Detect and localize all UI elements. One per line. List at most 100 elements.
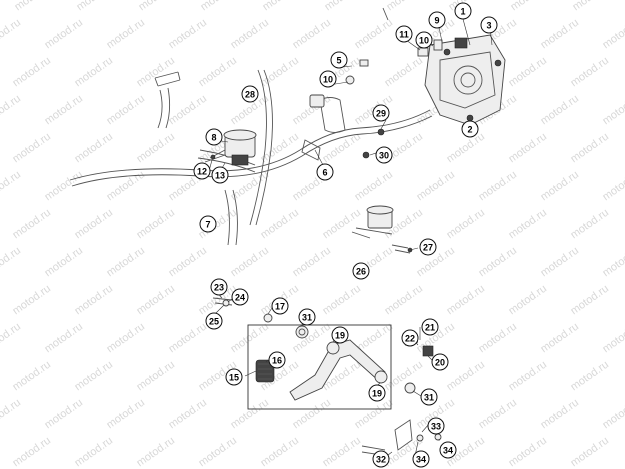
- callout-34: 34: [439, 441, 457, 459]
- callout-label: 12: [197, 167, 207, 177]
- callout-17: 17: [271, 297, 289, 315]
- callout-31: 31: [420, 388, 438, 406]
- callout-33: 33: [427, 417, 445, 435]
- callout-label: 34: [443, 446, 453, 456]
- callout-label: 27: [423, 243, 433, 253]
- callout-label: 19: [372, 389, 382, 399]
- callout-circle: [428, 11, 446, 29]
- bolt-part: [212, 297, 233, 307]
- callout-label: 29: [376, 109, 386, 119]
- callout-21: 21: [421, 318, 439, 336]
- callout-circle: [241, 85, 259, 103]
- callout-11: 11: [395, 25, 413, 43]
- callout-label: 20: [435, 358, 445, 368]
- callout-circle: [375, 146, 393, 164]
- callout-circle: [421, 318, 439, 336]
- callout-19: 19: [368, 384, 386, 402]
- callout-label: 19: [335, 331, 345, 341]
- callout-label: 32: [376, 455, 386, 465]
- callout-circle: [480, 16, 498, 34]
- callout-label: 23: [214, 283, 224, 293]
- callout-circle: [231, 288, 249, 306]
- callout-label: 8: [211, 133, 216, 143]
- callout-label: 28: [245, 90, 255, 100]
- callout-label: 1: [460, 7, 465, 17]
- callout-circle: [352, 262, 370, 280]
- front-master-cylinder-part: [204, 129, 257, 166]
- callout-circle: [330, 51, 348, 69]
- callout-12: 12: [193, 162, 211, 180]
- callout-circle: [205, 312, 223, 330]
- callout-label: 17: [275, 302, 285, 312]
- callout-circle: [316, 163, 334, 181]
- assembly-group-box: [247, 324, 392, 410]
- callout-circle: [268, 351, 286, 369]
- callout-25: 25: [205, 312, 223, 330]
- callout-7: 7: [199, 215, 217, 233]
- callout-circle: [401, 329, 419, 347]
- engine-cover-part: [424, 34, 506, 126]
- callout-5: 5: [330, 51, 348, 69]
- callout-22: 22: [401, 329, 419, 347]
- callout-label: 21: [425, 323, 435, 333]
- callout-circle: [372, 450, 390, 468]
- callout-label: 31: [302, 313, 312, 323]
- callout-label: 7: [205, 220, 210, 230]
- callout-24: 24: [231, 288, 249, 306]
- callout-29: 29: [372, 104, 390, 122]
- callout-10: 10: [415, 31, 433, 49]
- callout-circle: [331, 326, 349, 344]
- callout-3: 3: [480, 16, 498, 34]
- handlebar-grip-part: [154, 71, 181, 129]
- callout-circle: [193, 162, 211, 180]
- callout-circle: [205, 128, 223, 146]
- callout-circle: [439, 441, 457, 459]
- callout-circle: [454, 2, 472, 20]
- callout-28: 28: [241, 85, 259, 103]
- callout-8: 8: [205, 128, 223, 146]
- callout-circle: [298, 308, 316, 326]
- callout-label: 25: [209, 317, 219, 327]
- callout-circle: [372, 104, 390, 122]
- callout-circle: [225, 368, 243, 386]
- callout-circle: [415, 31, 433, 49]
- callout-label: 22: [405, 334, 415, 344]
- callout-31: 31: [298, 308, 316, 326]
- callout-label: 16: [272, 356, 282, 366]
- callout-label: 3: [486, 21, 491, 31]
- callout-circle: [419, 238, 437, 256]
- cable-part: [69, 109, 433, 246]
- callout-label: 10: [323, 75, 333, 85]
- callout-circle: [210, 278, 228, 296]
- callout-circle: [199, 215, 217, 233]
- callout-9: 9: [428, 11, 446, 29]
- callout-label: 11: [399, 30, 409, 40]
- callout-label: 6: [322, 168, 327, 178]
- callout-circle: [431, 353, 449, 371]
- callout-34: 34: [412, 450, 430, 468]
- callout-circle: [395, 25, 413, 43]
- callout-label: 33: [431, 422, 441, 432]
- callout-circle: [271, 297, 289, 315]
- callout-label: 5: [336, 56, 341, 66]
- callout-15: 15: [225, 368, 243, 386]
- callout-label: 31: [424, 393, 434, 403]
- callout-label: 2: [467, 125, 472, 135]
- callout-10: 10: [319, 70, 337, 88]
- rear-master-cylinder-part: [351, 205, 413, 254]
- callout-27: 27: [419, 238, 437, 256]
- callout-6: 6: [316, 163, 334, 181]
- callout-label: 9: [434, 16, 439, 26]
- callout-32: 32: [372, 450, 390, 468]
- callout-2: 2: [461, 120, 479, 138]
- callout-circle: [412, 450, 430, 468]
- callout-label: 13: [215, 171, 225, 181]
- callout-circle: [427, 417, 445, 435]
- callout-13: 13: [211, 166, 229, 184]
- callout-label: 26: [356, 267, 366, 277]
- callout-26: 26: [352, 262, 370, 280]
- callout-20: 20: [431, 353, 449, 371]
